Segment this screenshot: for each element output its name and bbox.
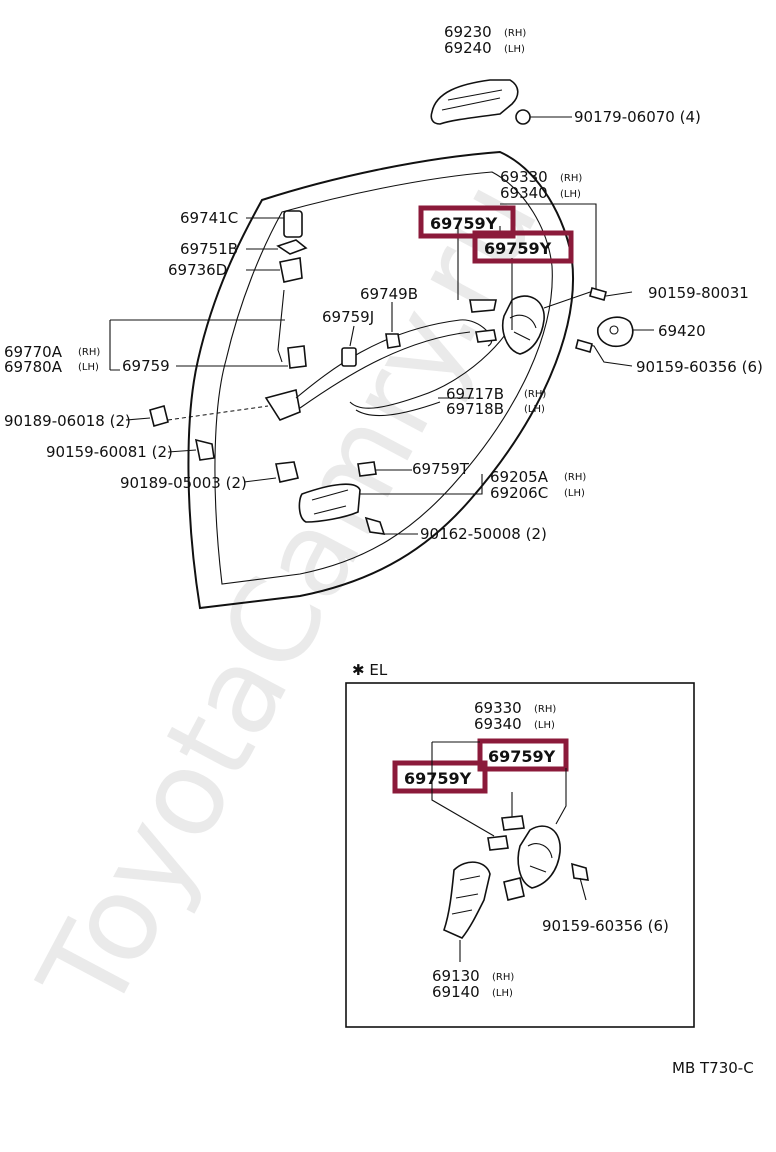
highlight-clip-y-2: 69759Y xyxy=(472,230,574,264)
inset-label-actuator-rh-suffix: (RH) xyxy=(492,972,514,983)
inset-label-lock-rh: 69330 xyxy=(474,699,522,717)
inset-highlight-clip-y-1: 69759Y xyxy=(477,738,569,772)
label-handle-lh: 69240 xyxy=(444,39,492,57)
inset-lock-assembly xyxy=(431,741,589,901)
inset-label-actuator-lh: 69140 xyxy=(432,983,480,1001)
label-cable-rh-suffix: (RH) xyxy=(524,389,546,400)
label-clip-05003: 90189-05003 (2) xyxy=(120,474,247,492)
label-lock-lh-suffix: (LH) xyxy=(560,189,581,200)
label-rod-lh: 69780A xyxy=(4,358,63,376)
door-frame xyxy=(187,150,574,610)
svg-text:69759Y: 69759Y xyxy=(404,769,472,788)
left-fasteners xyxy=(125,405,299,483)
inset-label-lock-lh: 69340 xyxy=(474,715,522,733)
label-clip-69759: 69759 xyxy=(122,357,170,375)
label-cable-lh: 69718B xyxy=(446,400,504,418)
label-striker: 69420 xyxy=(658,322,706,340)
inside-handle xyxy=(298,461,483,523)
inset-label-actuator-lh-suffix: (LH) xyxy=(492,988,513,999)
label-handle-lh-suffix: (LH) xyxy=(504,44,525,55)
highlight-clip-y-1: 69759Y xyxy=(418,205,516,239)
label-screw-60081: 90159-60081 (2) xyxy=(46,443,173,461)
label-knob: 69741C xyxy=(180,209,238,227)
label-clip-b: 69749B xyxy=(360,285,418,303)
label-handle-rh: 69230 xyxy=(444,23,492,41)
inset-title: ✱ EL xyxy=(352,661,388,679)
inset-actuator xyxy=(443,861,491,962)
rod-bracket xyxy=(109,319,493,421)
label-bush: 69751B xyxy=(180,240,238,258)
label-clip-t: 69759T xyxy=(412,460,470,478)
label-inner-rh: 69205A xyxy=(490,468,549,486)
inset-label-lock-lh-suffix: (LH) xyxy=(534,720,555,731)
diagram-code: MB T730-C xyxy=(672,1059,754,1077)
outside-handle xyxy=(430,79,572,125)
inset-frame xyxy=(345,682,695,1028)
inset-label-screw-60356: 90159-60356 (6) xyxy=(542,917,669,935)
label-clip-06018: 90189-06018 (2) xyxy=(4,412,131,430)
door-lock-assembly xyxy=(457,203,597,355)
label-inner-rh-suffix: (RH) xyxy=(564,472,586,483)
label-inner-lh: 69206C xyxy=(490,484,548,502)
label-lock-rh: 69330 xyxy=(500,168,548,186)
label-cable-rh: 69717B xyxy=(446,385,504,403)
inset-label-actuator-rh: 69130 xyxy=(432,967,480,985)
label-screw-80031: 90159-80031 xyxy=(648,284,749,302)
small-clips xyxy=(341,302,401,367)
svg-text:69759Y: 69759Y xyxy=(484,239,552,258)
label-clip-j: 69759J xyxy=(322,308,374,326)
trim-screw xyxy=(364,516,418,535)
svg-text:69759Y: 69759Y xyxy=(488,747,556,766)
label-screw-60356: 90159-60356 (6) xyxy=(636,358,763,376)
label-bolt-90179: 90179-06070 (4) xyxy=(574,108,701,126)
label-rod-rh-suffix: (RH) xyxy=(78,347,100,358)
label-rod-rh: 69770A xyxy=(4,343,63,361)
label-cable-lh-suffix: (LH) xyxy=(524,404,545,415)
label-handle-rh-suffix: (RH) xyxy=(504,28,526,39)
label-lock-lh: 69340 xyxy=(500,184,548,202)
svg-text:69759Y: 69759Y xyxy=(430,214,498,233)
striker xyxy=(575,287,654,367)
label-lock-rh-suffix: (RH) xyxy=(560,173,582,184)
label-guide: 69736D xyxy=(168,261,227,279)
label-rod-lh-suffix: (LH) xyxy=(78,362,99,373)
label-screw-50008: 90162-50008 (2) xyxy=(420,525,547,543)
lock-knob-assembly xyxy=(246,210,308,369)
label-inner-lh-suffix: (LH) xyxy=(564,488,585,499)
inset-label-lock-rh-suffix: (RH) xyxy=(534,704,556,715)
inset-highlight-clip-y-2: 69759Y xyxy=(392,760,488,794)
